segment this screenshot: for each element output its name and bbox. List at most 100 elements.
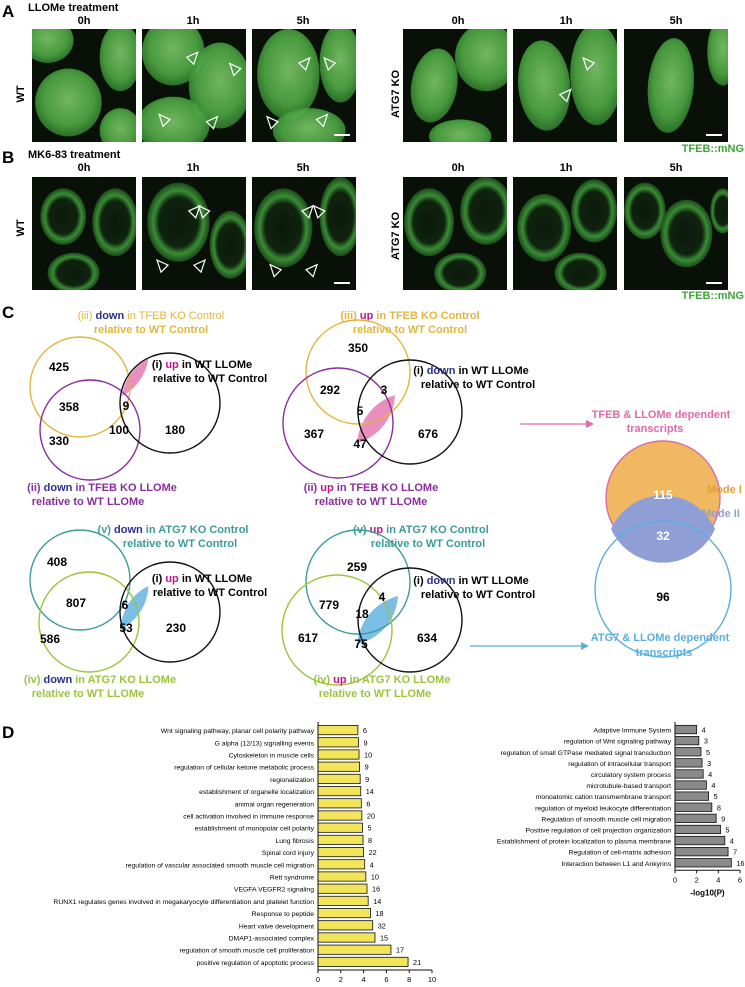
label-key: down	[114, 524, 143, 536]
bar	[317, 761, 361, 772]
bar	[674, 758, 703, 768]
venn-label-bottom-line2: relative to WT LLOMe	[319, 688, 431, 700]
micrograph-image	[32, 177, 136, 290]
category-label: regulation of intracellular transport	[568, 761, 671, 768]
category-label: circulatory system process	[591, 772, 672, 779]
arrowhead-marker	[305, 263, 319, 278]
bar	[317, 956, 409, 967]
bar	[674, 769, 704, 779]
bar-count-label: 4	[711, 781, 715, 790]
bar-count-label: 16	[736, 859, 744, 868]
bar-count-label: 4	[730, 837, 734, 846]
scale-bar	[334, 134, 350, 136]
label-key: down	[427, 575, 456, 587]
time-label: 1h	[560, 15, 573, 27]
label-rest: in TFEB KO LLOMe	[72, 482, 177, 494]
venn-count: 634	[417, 631, 437, 645]
venn-count: 367	[304, 427, 324, 441]
x-tick-label: 10	[428, 975, 436, 982]
scale-bar	[706, 282, 722, 284]
bar-count-label: 20	[367, 812, 375, 821]
category-label: animal organ regeneration	[235, 801, 315, 808]
bar-count-label: 17	[396, 946, 404, 955]
arrowhead-marker	[300, 204, 314, 220]
venn-circle-iii	[305, 319, 411, 425]
label-key: down	[43, 674, 72, 686]
cell	[517, 193, 572, 262]
category-label: Adaptive Immune System	[594, 728, 672, 735]
label-prefix: (i)	[413, 575, 426, 587]
bar	[317, 871, 367, 882]
panel-b-title: MK6-83 treatment	[28, 149, 121, 161]
tfeb-dependent-label: TFEB & LLOMe dependent	[592, 409, 731, 421]
x-tick-label: 8	[407, 975, 411, 982]
bar-chart-left: Wnt signaling pathway, planar cell polar…	[53, 722, 436, 984]
bar	[317, 944, 392, 955]
bar	[674, 813, 717, 823]
category-label: regulation of myeloid leukocyte differen…	[535, 805, 671, 812]
bar-count-label: 14	[373, 897, 381, 906]
micrograph-image	[142, 29, 246, 142]
cell	[32, 29, 74, 63]
venn-count: 259	[347, 560, 367, 574]
row-label-atg7-ko: ATG7 KO	[390, 212, 402, 261]
label-rest: in TFEB KO Control	[373, 310, 479, 322]
bar	[317, 773, 361, 784]
venn-count: 676	[418, 427, 438, 441]
label-rest: in WT LLOMe	[179, 359, 252, 371]
label-prefix: (v)	[98, 524, 115, 536]
venn-label-top-line2: relative to WT Control	[94, 324, 208, 336]
bar	[317, 810, 363, 821]
arrowhead-marker	[192, 259, 207, 274]
label-prefix: (i)	[152, 359, 165, 371]
cell	[319, 29, 356, 103]
bar-count-label: 9	[365, 775, 369, 784]
bar	[317, 725, 359, 736]
bar-count-label: 9	[721, 814, 725, 823]
label-rest: in WT LLOMe	[179, 573, 252, 585]
arrowhead-marker	[312, 204, 326, 220]
x-tick-label: 6	[384, 975, 388, 982]
bar-count-label: 3	[704, 737, 708, 746]
bar-count-label: 8	[368, 836, 372, 845]
micrograph-image	[624, 177, 728, 290]
micrograph-image	[252, 177, 356, 290]
cell	[429, 119, 492, 142]
cell	[209, 210, 246, 279]
cell	[624, 182, 666, 240]
label-key: up	[333, 674, 347, 686]
label-prefix: (iii)	[340, 310, 360, 322]
tfeb-dependent-label-2: transcripts	[627, 423, 684, 435]
category-label: Regulation of cell-matrix adhesion	[569, 850, 672, 857]
venn-circle-v	[29, 529, 131, 631]
scale-bar	[334, 282, 350, 284]
bar-count-label: 16	[372, 885, 380, 894]
category-label: positive regulation of apoptotic process	[196, 960, 314, 967]
label-key: up	[370, 524, 384, 536]
micrograph-image	[513, 29, 617, 142]
micrograph-image	[513, 177, 617, 290]
bar	[674, 747, 702, 757]
panel-a-title: LLOMe treatment	[28, 2, 119, 14]
label-prefix: (i)	[413, 365, 426, 377]
venn-tfeb-up-wt-down: (iii) up in TFEB KO Control relative to …	[282, 310, 535, 508]
arrowhead-marker	[323, 56, 337, 72]
venn-label-bottom: (ii) down in TFEB KO LLOMe	[27, 482, 177, 494]
category-label: Cytoskeleton in muscle cells	[229, 753, 315, 760]
x-tick-label: 0	[673, 875, 677, 884]
arrowhead-marker	[185, 51, 199, 66]
micrograph-image	[403, 177, 507, 290]
venn-label-bottom: (iv) down in ATG7 KO LLOMe	[24, 674, 176, 686]
cell	[40, 188, 87, 245]
bar-count-label: 5	[367, 824, 371, 833]
cell	[460, 177, 507, 245]
arrowhead-marker	[197, 204, 211, 220]
venn-label-top: (iii) up in TFEB KO Control	[340, 310, 479, 322]
arrowhead-marker	[297, 56, 311, 72]
venn-count: 3	[381, 383, 388, 397]
cell	[570, 29, 617, 126]
time-label: 5h	[297, 162, 310, 174]
bar-count-label: 4	[708, 770, 712, 779]
time-label: 1h	[187, 162, 200, 174]
mode1-label: Mode I	[707, 484, 742, 496]
